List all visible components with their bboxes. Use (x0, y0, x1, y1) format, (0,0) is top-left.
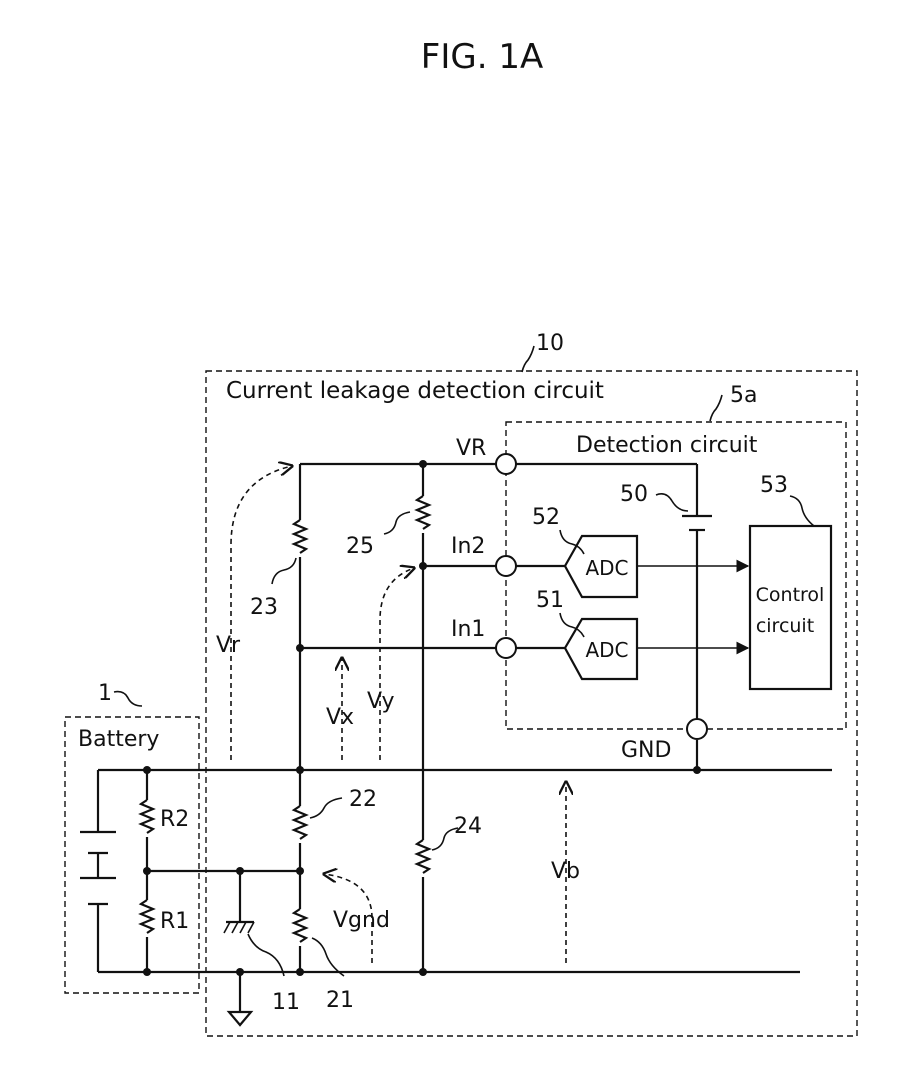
detection-circuit-box (506, 422, 846, 729)
resistor-21 (294, 909, 306, 942)
battery-box (65, 717, 199, 993)
terminal-vr (496, 454, 516, 474)
chassis-ground-symbol (224, 922, 254, 933)
resistor-23 (294, 520, 306, 553)
ref-52-leader (560, 530, 584, 554)
res-23-leader (272, 558, 296, 584)
capacitor-11-label: 11 (272, 990, 300, 1015)
figure-title: FIG. 1A (421, 37, 543, 77)
terminal-in1 (496, 638, 516, 658)
ref-51-leader (560, 613, 584, 637)
ref-1: 1 (98, 681, 112, 706)
resistor-21-label: 21 (326, 988, 354, 1013)
resistor-22-label: 22 (349, 787, 377, 812)
resistor-24-label: 24 (454, 814, 482, 839)
terminal-gnd-label: GND (621, 738, 671, 763)
ref-50-leader (656, 494, 688, 511)
resistor-r1 (141, 900, 153, 933)
resistor-r1-label: R1 (160, 909, 189, 934)
resistor-r2-label: R2 (160, 807, 189, 832)
res-22-leader (310, 798, 342, 818)
vgnd-label: Vgnd (333, 908, 390, 933)
ref-53: 53 (760, 473, 788, 498)
ref-52: 52 (532, 505, 560, 530)
ref-5a: 5a (730, 383, 757, 408)
cap-11-leader (248, 934, 284, 976)
ref-10-leader (522, 346, 534, 372)
terminal-in2 (496, 556, 516, 576)
ref-50: 50 (620, 482, 648, 507)
ground-symbol (229, 1012, 251, 1025)
terminal-in1-label: In1 (451, 617, 485, 642)
vx-label: Vx (326, 705, 354, 730)
res-21-leader (312, 938, 344, 976)
vr-label: Vr (216, 633, 241, 658)
vy-label: Vy (367, 689, 394, 714)
ref-1-leader (114, 692, 142, 706)
resistor-25 (417, 496, 429, 529)
resistor-r2 (141, 800, 153, 833)
control-circuit-label-2: circuit (756, 615, 814, 637)
ref-10: 10 (536, 331, 564, 356)
control-circuit-box (750, 526, 831, 689)
ref-53-leader (790, 496, 814, 526)
resistor-22 (294, 806, 306, 839)
terminal-gnd (687, 719, 707, 739)
vb-label: Vb (551, 859, 580, 884)
battery-label: Battery (78, 727, 159, 752)
terminal-vr-label: VR (456, 436, 486, 461)
ref-51: 51 (536, 588, 564, 613)
adc-52-label: ADC (585, 556, 628, 580)
control-circuit-label-1: Control (756, 584, 825, 606)
resistor-23-label: 23 (250, 595, 278, 620)
res-25-leader (384, 512, 410, 534)
vy-arrow (380, 568, 414, 760)
resistor-24 (417, 840, 429, 873)
detection-circuit-label: Detection circuit (576, 433, 758, 458)
adc-51-label: ADC (585, 638, 628, 662)
leak-circuit-label: Current leakage detection circuit (226, 378, 604, 404)
terminal-in2-label: In2 (451, 534, 485, 559)
resistor-25-label: 25 (346, 534, 374, 559)
ref-5a-leader (710, 395, 722, 421)
